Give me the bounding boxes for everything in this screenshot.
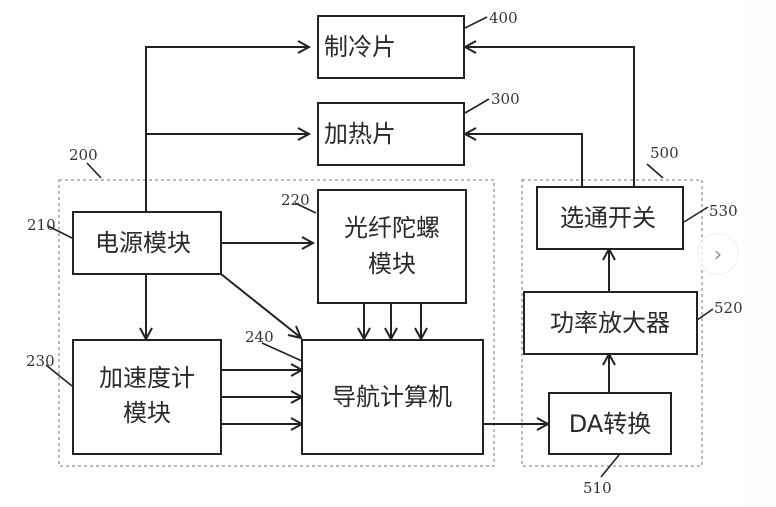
leader-210	[47, 225, 73, 239]
block-amp-label: 功率放大器	[550, 309, 670, 337]
ref-510: 510	[583, 479, 612, 497]
leader-240	[261, 342, 303, 362]
page-edge	[745, 0, 776, 507]
group-500-boundary	[521, 179, 703, 467]
leader-200	[86, 162, 102, 179]
ref-200: 200	[69, 146, 98, 164]
leader-510	[600, 454, 620, 478]
group-200-boundary	[58, 179, 495, 467]
arrowhead	[301, 236, 316, 250]
wire-switch-to-cooler	[466, 46, 635, 186]
arrowheads	[357, 327, 428, 342]
block-cooler-label: 制冷片	[324, 33, 396, 61]
block-nav-computer: 导航计算机	[301, 339, 484, 455]
block-cooler: 制冷片	[317, 15, 465, 79]
ref-520: 520	[714, 299, 743, 317]
reference-numerals: 400 300 200 210 220 230 240 500 530 520 …	[26, 9, 743, 497]
block-gyro-label-1: 光纤陀螺	[344, 214, 440, 242]
ref-300: 300	[491, 90, 520, 108]
wire-switch-to-heater	[466, 133, 583, 186]
leader-500	[646, 163, 664, 179]
block-heater-label: 加热片	[324, 120, 396, 148]
block-switch-label: 选通开关	[560, 204, 656, 232]
wires-gyro-to-nav	[363, 303, 422, 338]
block-power: 电源模块	[72, 211, 222, 275]
chevron-right-icon: ›	[714, 242, 722, 266]
block-da-converter: DA转换	[548, 392, 672, 455]
block-gyro: 光纤陀螺 模块	[317, 189, 467, 304]
arrowhead	[297, 127, 312, 141]
leader-400	[464, 16, 488, 29]
leader-530	[683, 206, 709, 223]
ref-530: 530	[709, 202, 738, 220]
block-nav-label: 导航计算机	[332, 383, 452, 411]
block-da-label: DA转换	[569, 410, 651, 438]
block-power-label: 电源模块	[95, 229, 191, 257]
wire-power-to-nav	[220, 273, 301, 338]
leader-520	[696, 308, 714, 321]
ref-210: 210	[27, 216, 56, 234]
block-accel-label-2: 模块	[123, 399, 171, 427]
ref-240: 240	[245, 328, 274, 346]
block-power-amplifier: 功率放大器	[523, 291, 698, 355]
ref-500: 500	[650, 144, 679, 162]
leader-230	[45, 364, 73, 387]
block-gyro-label-2: 模块	[368, 250, 416, 278]
leader-300	[464, 98, 490, 114]
wires-accel-to-nav	[221, 369, 301, 425]
arrowhead	[297, 40, 312, 54]
arrowhead	[287, 325, 303, 340]
ref-220: 220	[281, 191, 310, 209]
wire-power-to-cooler	[145, 46, 308, 212]
block-accelerometer: 加速度计 模块	[72, 339, 222, 455]
ref-230: 230	[26, 352, 55, 370]
block-accel-label-1: 加速度计	[99, 364, 195, 392]
block-selector-switch: 选通开关	[536, 186, 684, 250]
next-image-button[interactable]: ›	[697, 233, 739, 275]
block-heater: 加热片	[317, 102, 465, 166]
leader-220	[294, 202, 317, 214]
ref-400: 400	[489, 9, 518, 27]
